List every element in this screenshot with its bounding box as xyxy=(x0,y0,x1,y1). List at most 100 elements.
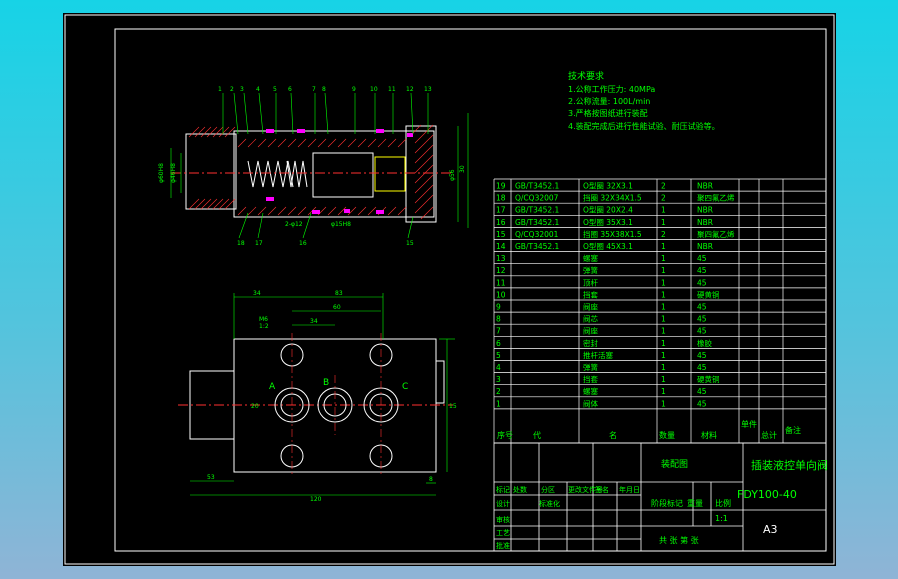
svg-text:φ56: φ56 xyxy=(449,169,456,181)
bom-cell: 17 xyxy=(496,206,506,215)
svg-text:批准: 批准 xyxy=(496,541,510,550)
spool xyxy=(312,152,374,198)
svg-text:总计: 总计 xyxy=(761,430,777,440)
tech-line-1: 1.公称工作压力: 40MPa xyxy=(568,84,655,94)
bom-cell: 19 xyxy=(496,182,506,191)
bom-cell: Q/CQ32007 xyxy=(515,194,559,203)
bom-cell: 11 xyxy=(496,278,506,287)
bom-cell: NBR xyxy=(697,206,713,215)
tech-line-2: 2.公称流量: 100L/min xyxy=(568,96,650,106)
bom-cell: 1 xyxy=(661,290,666,299)
spring-right xyxy=(286,160,308,188)
section-view: 1 2 3 4 5 6 7 8 9 10 11 12 13 18 17 16 1… xyxy=(158,86,469,247)
bom-cell: 45 xyxy=(697,315,707,324)
right-cap xyxy=(405,125,437,223)
bom-cell: 5 xyxy=(496,351,501,360)
svg-text:单件: 单件 xyxy=(741,419,757,429)
svg-text:53: 53 xyxy=(207,474,215,481)
bom-cell: 14 xyxy=(496,242,506,251)
svg-text:11: 11 xyxy=(388,86,396,93)
bom-cell: 45 xyxy=(697,363,707,372)
svg-text:序号: 序号 xyxy=(497,430,513,440)
bom-cell: GB/T3452.1 xyxy=(515,182,560,191)
svg-text:处数: 处数 xyxy=(513,485,527,494)
bom-cell: 1 xyxy=(661,218,666,227)
svg-text:83: 83 xyxy=(335,290,343,297)
plan-dims xyxy=(190,293,455,496)
bom-cell: NBR xyxy=(697,218,713,227)
svg-text:7: 7 xyxy=(312,86,316,93)
port-labels: A B C xyxy=(269,378,408,392)
port-a-label: A xyxy=(269,382,276,392)
sheet-count: 共 张 第 张 xyxy=(659,535,699,545)
scale-value: 1:1 xyxy=(715,514,728,523)
bom-cell: 45 xyxy=(697,266,707,275)
bom-cell: 1 xyxy=(661,327,666,336)
svg-text:16: 16 xyxy=(299,240,307,247)
bom-cell: 1 xyxy=(496,399,501,408)
svg-text:8: 8 xyxy=(429,476,433,483)
seals xyxy=(266,129,413,214)
body-outline xyxy=(233,130,435,218)
left-cap xyxy=(185,133,237,210)
svg-text:34: 34 xyxy=(310,318,318,325)
bom-cell: 1 xyxy=(661,278,666,287)
bom-cell: 1 xyxy=(661,351,666,360)
bom-cell: 阀体 xyxy=(583,398,598,408)
svg-text:17: 17 xyxy=(255,240,263,247)
svg-text:20: 20 xyxy=(251,403,259,410)
bom-cell: 13 xyxy=(496,254,506,263)
svg-text:2-φ12: 2-φ12 xyxy=(285,221,303,228)
bom-cell: 硬黄铜 xyxy=(697,289,720,299)
bom-cell: 45 xyxy=(697,351,707,360)
outer-border xyxy=(64,14,835,565)
bom-cell: 4 xyxy=(496,363,501,372)
bom-cell: 18 xyxy=(496,194,506,203)
bom-cell: 10 xyxy=(496,290,506,299)
bom-cell: 45 xyxy=(697,399,707,408)
svg-text:4: 4 xyxy=(256,86,260,93)
svg-text:分区: 分区 xyxy=(541,485,555,494)
section-dims xyxy=(170,113,469,228)
bom-cell: 聚四氟乙烯 xyxy=(697,193,735,203)
hatching xyxy=(188,124,434,220)
bom-cell: O型圈 35X3.1 xyxy=(583,218,633,227)
svg-text:工艺: 工艺 xyxy=(496,529,510,537)
svg-text:标准化: 标准化 xyxy=(539,499,560,508)
svg-text:5: 5 xyxy=(273,86,277,93)
bom-cell: GB/T3452.1 xyxy=(515,242,560,251)
bom-cell: 螺塞 xyxy=(583,386,598,396)
bom-cell: 硬黄铜 xyxy=(697,374,720,384)
svg-text:60: 60 xyxy=(333,304,341,311)
assembly-drawing: 技术要求 1.公称工作压力: 40MPa 2.公称流量: 100L/min 3.… xyxy=(64,14,835,565)
spring-left xyxy=(247,160,294,188)
bom-cell: 1 xyxy=(661,254,666,263)
scale-label: 比例 xyxy=(715,498,731,508)
plan-dim-text: 34 83 60 34 1:2 M6 20 53 120 15 8 xyxy=(207,290,457,503)
svg-text:15: 15 xyxy=(449,403,457,410)
plan-view: A B C 34 83 60 34 1:2 M6 20 53 120 15 xyxy=(178,290,457,503)
bom-cell: O型圈 45X3.1 xyxy=(583,242,633,251)
svg-text:2: 2 xyxy=(230,86,234,93)
bom-cell: 弹簧 xyxy=(583,265,598,275)
bom-cell: 顶杆 xyxy=(583,277,598,287)
svg-text:6: 6 xyxy=(288,86,292,93)
weight-label: 重量 xyxy=(687,498,703,508)
bom-cell: 1 xyxy=(661,375,666,384)
title-block-text: 装配图 插装液控单向阀 FDY100-40 A3 阶段标记 重量 比例 1:1 … xyxy=(496,458,828,550)
svg-text:年月日: 年月日 xyxy=(619,485,640,494)
bom-cell: NBR xyxy=(697,182,713,191)
bom-cell: 2 xyxy=(661,182,666,191)
svg-text:φ15H8: φ15H8 xyxy=(331,221,351,228)
bom-cell: 弹簧 xyxy=(583,362,598,372)
bom-cell: 8 xyxy=(496,315,501,324)
bom-cell: 阀芯 xyxy=(583,314,598,324)
bom-cell: 45 xyxy=(697,387,707,396)
bom-cell: 挡套 xyxy=(583,289,598,299)
bom-cell: 橡胶 xyxy=(697,338,712,348)
bom-cell: 2 xyxy=(661,230,666,239)
stage-label: 阶段标记 xyxy=(651,498,683,508)
bom-cell: 挡套 xyxy=(583,374,598,384)
bom-cell: 1 xyxy=(661,266,666,275)
product-name: 插装液控单向阀 xyxy=(751,458,828,472)
